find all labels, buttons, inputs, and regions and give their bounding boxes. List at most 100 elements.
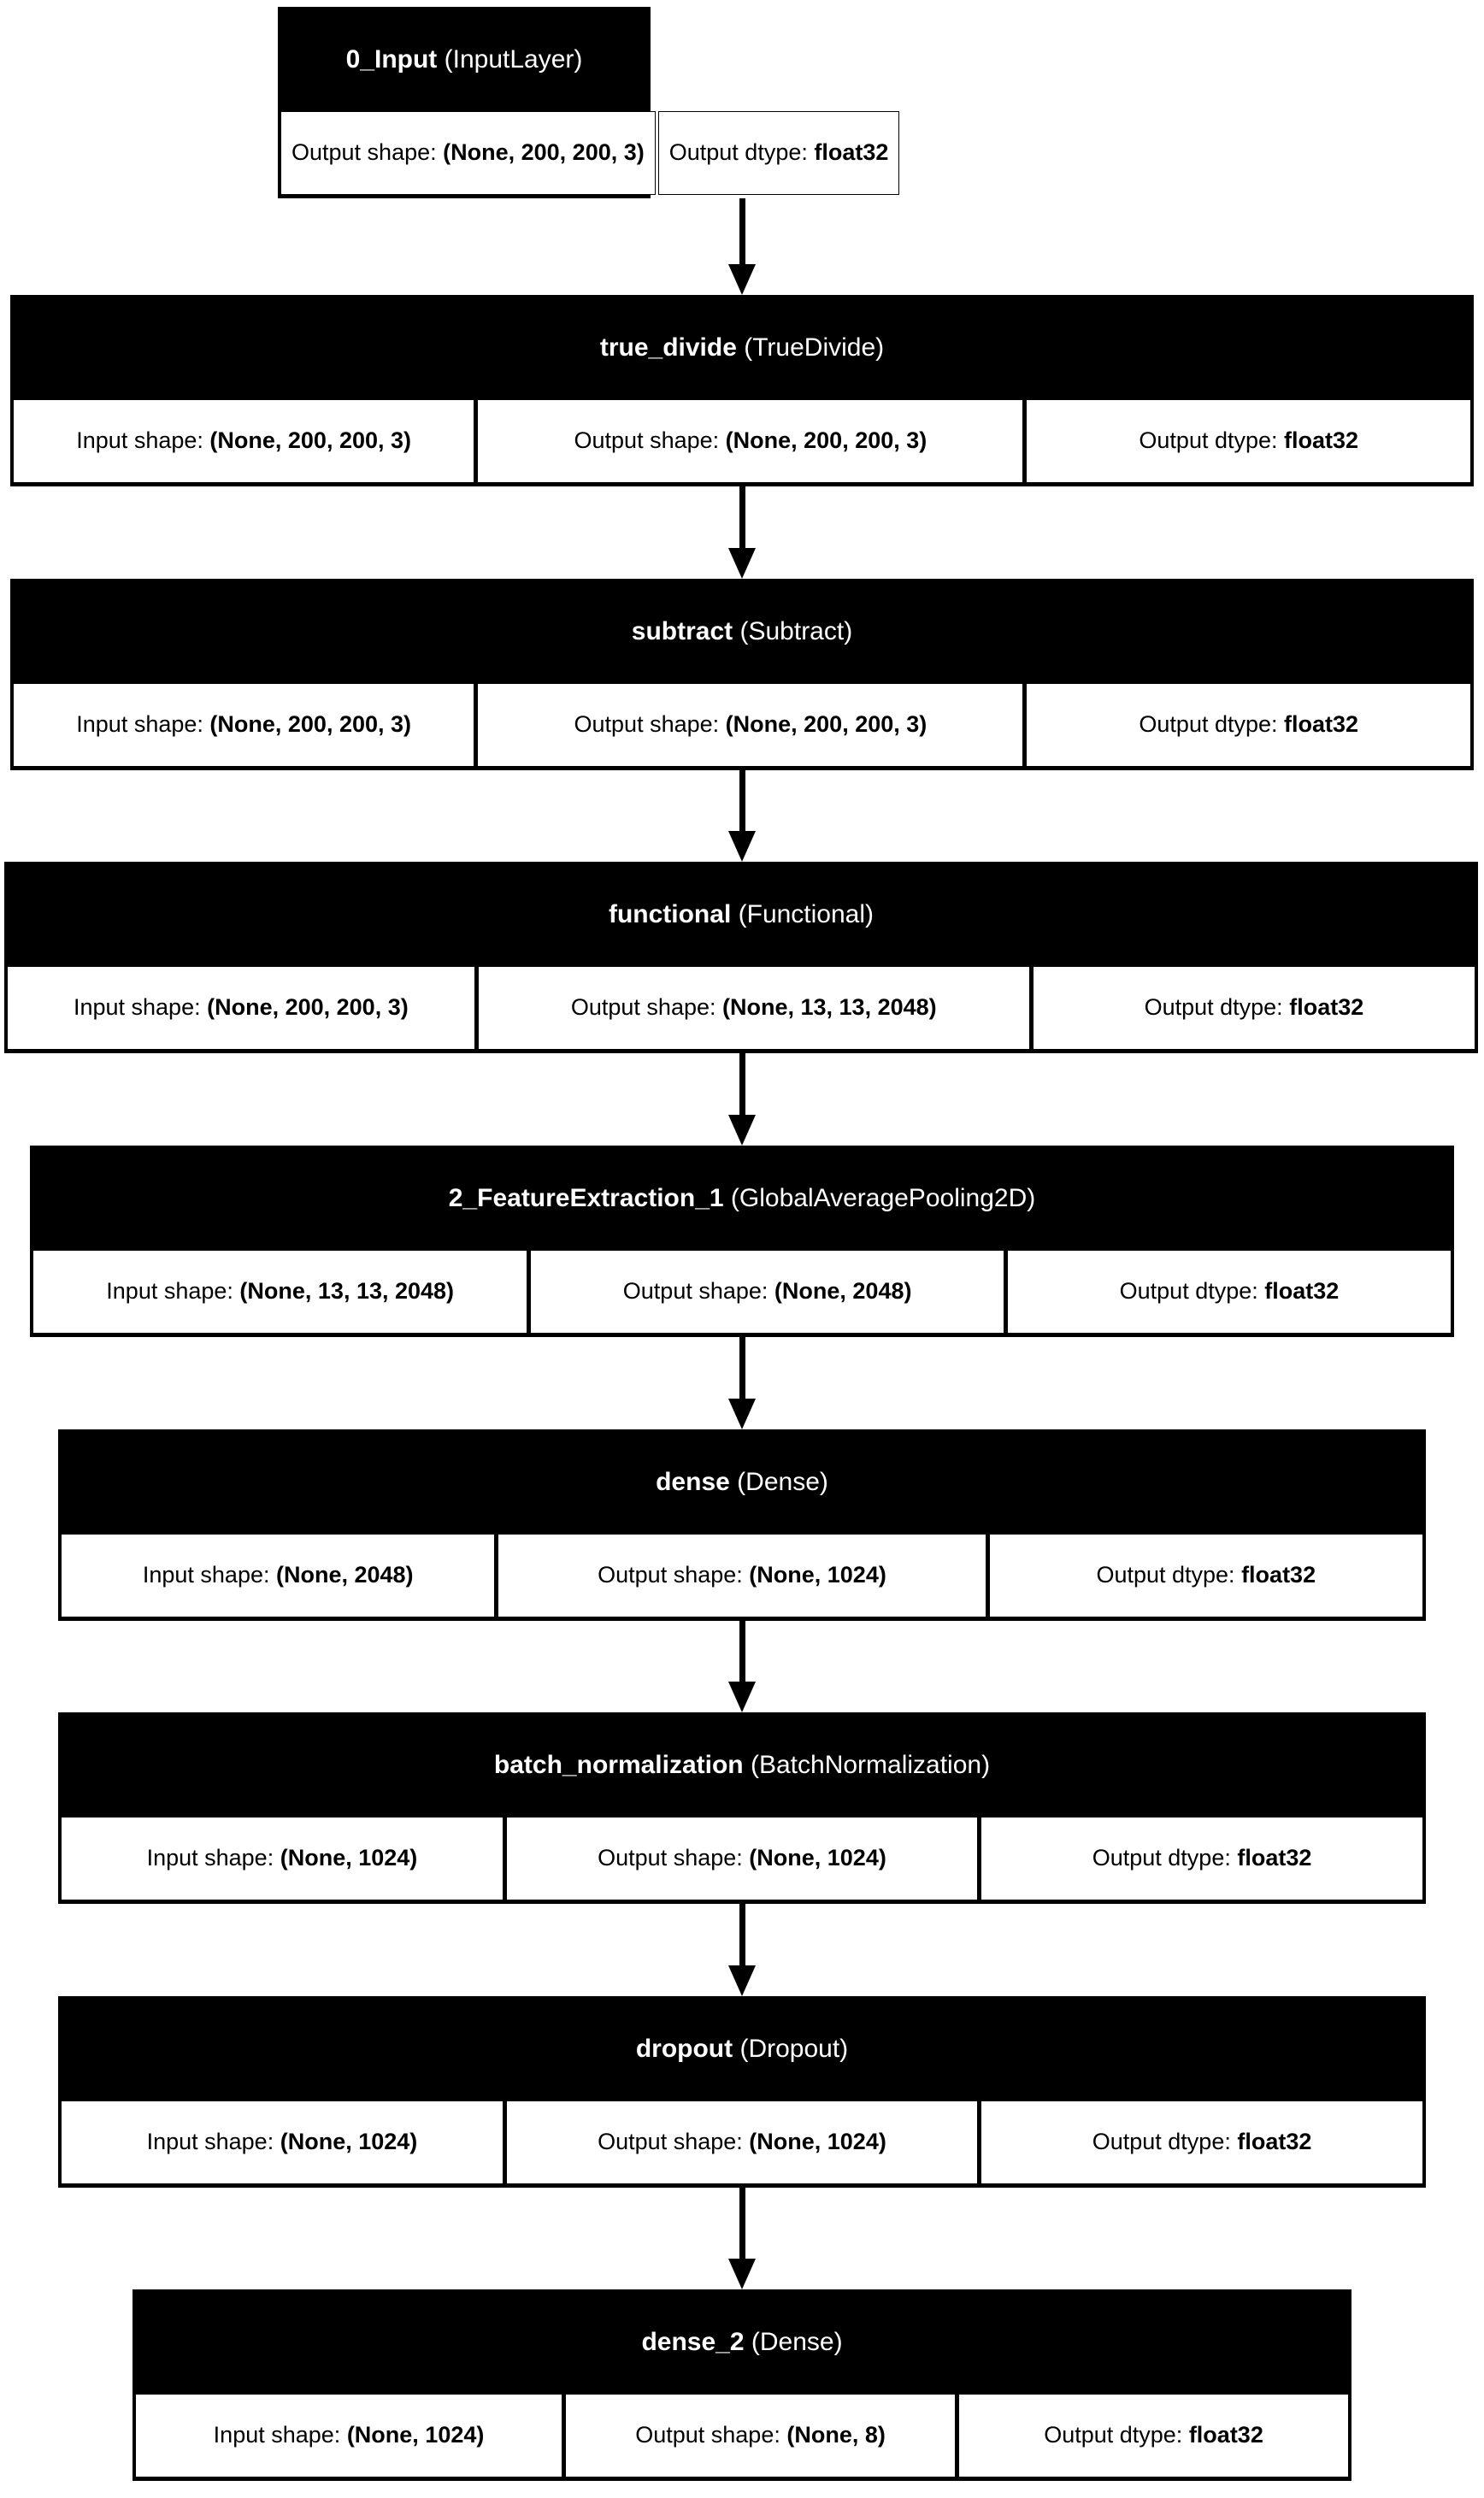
cell-label: Output dtype:: [1092, 1845, 1231, 1871]
cell-label: Output dtype:: [1119, 1278, 1258, 1305]
layer-cell: Output shape: (None, 8): [565, 2393, 957, 2477]
cell-value: (None, 2048): [774, 1278, 912, 1305]
cell-value: (None, 1024): [280, 2129, 418, 2155]
layer-cells: Input shape: (None, 1024)Output shape: (…: [59, 1816, 1425, 1903]
layer-cells: Input shape: (None, 200, 200, 3)Output s…: [5, 965, 1477, 1052]
cell-value: (None, 200, 200, 3): [725, 711, 928, 738]
cell-value: (None, 200, 200, 3): [209, 711, 412, 738]
cell-label: Output dtype:: [1139, 711, 1278, 738]
cell-label: Output shape:: [598, 1562, 743, 1588]
cell-value: float32: [1289, 994, 1364, 1021]
cell-label: Input shape:: [213, 2422, 341, 2448]
layer-cell: Input shape: (None, 200, 200, 3): [7, 965, 475, 1050]
layer-node-functional[interactable]: functional (Functional)Input shape: (Non…: [4, 862, 1478, 1053]
layer-cells: Input shape: (None, 200, 200, 3)Output s…: [11, 398, 1473, 486]
cell-label: Output dtype:: [668, 139, 808, 166]
edge-arrow-true_divide-to-subtract: [728, 486, 756, 579]
layer-header-2_featureextraction_1: 2_FeatureExtraction_1 (GlobalAveragePool…: [31, 1146, 1453, 1250]
cell-value: float32: [1237, 1845, 1312, 1871]
edge-line: [739, 1904, 745, 1967]
layer-class: (InputLayer): [444, 44, 583, 74]
layer-name: dense_2: [641, 2327, 745, 2356]
cell-value: (None, 2048): [276, 1562, 414, 1588]
cell-value: (None, 200, 200, 3): [443, 139, 645, 166]
layer-cells: Input shape: (None, 200, 200, 3)Output s…: [11, 682, 1473, 769]
cell-value: float32: [1188, 2422, 1263, 2448]
layer-cells: Input shape: (None, 1024)Output shape: (…: [133, 2393, 1351, 2480]
cell-label: Input shape:: [146, 1845, 274, 1871]
layer-cell: Output dtype: float32: [1032, 965, 1475, 1050]
cell-label: Output shape:: [574, 427, 720, 454]
cell-label: Output dtype:: [1096, 1562, 1235, 1588]
cell-label: Output shape:: [570, 994, 716, 1021]
cell-value: float32: [1284, 427, 1359, 454]
layer-cell: Input shape: (None, 1024): [135, 2393, 563, 2477]
layer-node-0_input[interactable]: 0_Input (InputLayer) Output shape: (None,…: [278, 7, 900, 198]
cell-value: float32: [1241, 1562, 1316, 1588]
layer-cell: Input shape: (None, 1024): [61, 2100, 504, 2184]
cell-value: (None, 13, 13, 2048): [239, 1278, 455, 1305]
layer-cell: Input shape: (None, 13, 13, 2048): [32, 1249, 528, 1334]
layer-node-2_featureextraction_1[interactable]: 2_FeatureExtraction_1 (GlobalAveragePool…: [30, 1146, 1454, 1337]
layer-cell: Output shape: (None, 1024): [498, 1533, 986, 1617]
cell-value: float32: [814, 139, 889, 166]
layer-cell: Output shape: (None, 13, 13, 2048): [477, 965, 1030, 1050]
cell-label: Output dtype:: [1144, 994, 1283, 1021]
arrowhead-icon: [728, 2259, 756, 2289]
layer-cell: Output dtype: float32: [1026, 682, 1471, 767]
layer-header-0_input: 0_Input (InputLayer): [279, 8, 650, 111]
layer-class: (Dropout): [739, 2034, 849, 2063]
cell-value: (None, 13, 13, 2048): [722, 994, 937, 1021]
layer-node-subtract[interactable]: subtract (Subtract)Input shape: (None, 2…: [10, 579, 1474, 770]
layer-cell: Output shape: (None, 200, 200, 3): [477, 398, 1024, 483]
arrowhead-icon: [728, 1115, 756, 1146]
layer-cells: Input shape: (None, 2048)Output shape: (…: [59, 1533, 1425, 1620]
layer-cell: Output dtype: float32: [1006, 1249, 1452, 1334]
layer-cell: Input shape: (None, 2048): [61, 1533, 496, 1617]
arrowhead-icon: [728, 1682, 756, 1712]
layer-header-dense_2: dense_2 (Dense): [133, 2290, 1351, 2394]
layer-cell: Output shape: (None, 1024): [505, 2100, 979, 2184]
layer-cell: Input shape: (None, 200, 200, 3): [13, 682, 475, 767]
layer-class: (BatchNormalization): [750, 1750, 991, 1779]
cell-value: (None, 200, 200, 3): [725, 427, 928, 454]
cell-value: (None, 1024): [280, 1845, 418, 1871]
layer-cell: Output shape: (None, 1024): [505, 1816, 979, 1900]
arrowhead-icon: [728, 264, 756, 295]
cell-value: (None, 1024): [749, 2129, 886, 2155]
layer-header-true_divide: true_divide (TrueDivide): [11, 296, 1473, 399]
layer-cell: Output shape: (None, 200, 200, 3): [477, 682, 1024, 767]
layer-header-dense: dense (Dense): [59, 1430, 1425, 1534]
cell-label: Output dtype:: [1139, 427, 1278, 454]
cell-label: Output shape:: [635, 2422, 780, 2448]
layer-cell: Input shape: (None, 1024): [61, 1816, 504, 1900]
layer-node-dense[interactable]: dense (Dense)Input shape: (None, 2048)Ou…: [58, 1429, 1426, 1621]
cell-value: (None, 1024): [749, 1845, 886, 1871]
edge-arrow-dense-to-batch_normalization: [728, 1621, 756, 1712]
cell-label: Output dtype:: [1044, 2422, 1183, 2448]
layer-node-dense_2[interactable]: dense_2 (Dense)Input shape: (None, 1024)…: [132, 2289, 1352, 2481]
cell-value: float32: [1237, 2129, 1312, 2155]
layer-cells: Input shape: (None, 13, 13, 2048)Output …: [31, 1249, 1453, 1336]
cell-value: float32: [1264, 1278, 1340, 1305]
cell-value: (None, 1024): [346, 2422, 485, 2448]
cell-value: (None, 200, 200, 3): [209, 427, 412, 454]
layer-name: functional: [608, 899, 732, 928]
layer-cell: Output dtype: float32: [1026, 398, 1471, 483]
layer-cell: Output shape: (None, 2048): [530, 1249, 1004, 1334]
arrowhead-icon: [728, 1965, 756, 1996]
layer-header-dropout: dropout (Dropout): [59, 1997, 1425, 2100]
edge-line: [739, 1053, 745, 1116]
layer-name: 0_Input: [345, 44, 438, 74]
cell-label: Output shape:: [292, 139, 437, 166]
layer-node-true_divide[interactable]: true_divide (TrueDivide)Input shape: (No…: [10, 295, 1474, 486]
layer-node-dropout[interactable]: dropout (Dropout)Input shape: (None, 102…: [58, 1996, 1426, 2188]
cell-label: Output shape:: [598, 2129, 743, 2155]
cell-label: Input shape:: [76, 427, 203, 454]
layer-name: 2_FeatureExtraction_1: [448, 1183, 724, 1212]
layer-name: batch_normalization: [493, 1750, 744, 1779]
layer-node-batch_normalization[interactable]: batch_normalization (BatchNormalization)…: [58, 1712, 1426, 1904]
layer-cell: Output dtype: float32: [980, 2100, 1423, 2184]
layer-cell: Input shape: (None, 200, 200, 3): [13, 398, 475, 483]
